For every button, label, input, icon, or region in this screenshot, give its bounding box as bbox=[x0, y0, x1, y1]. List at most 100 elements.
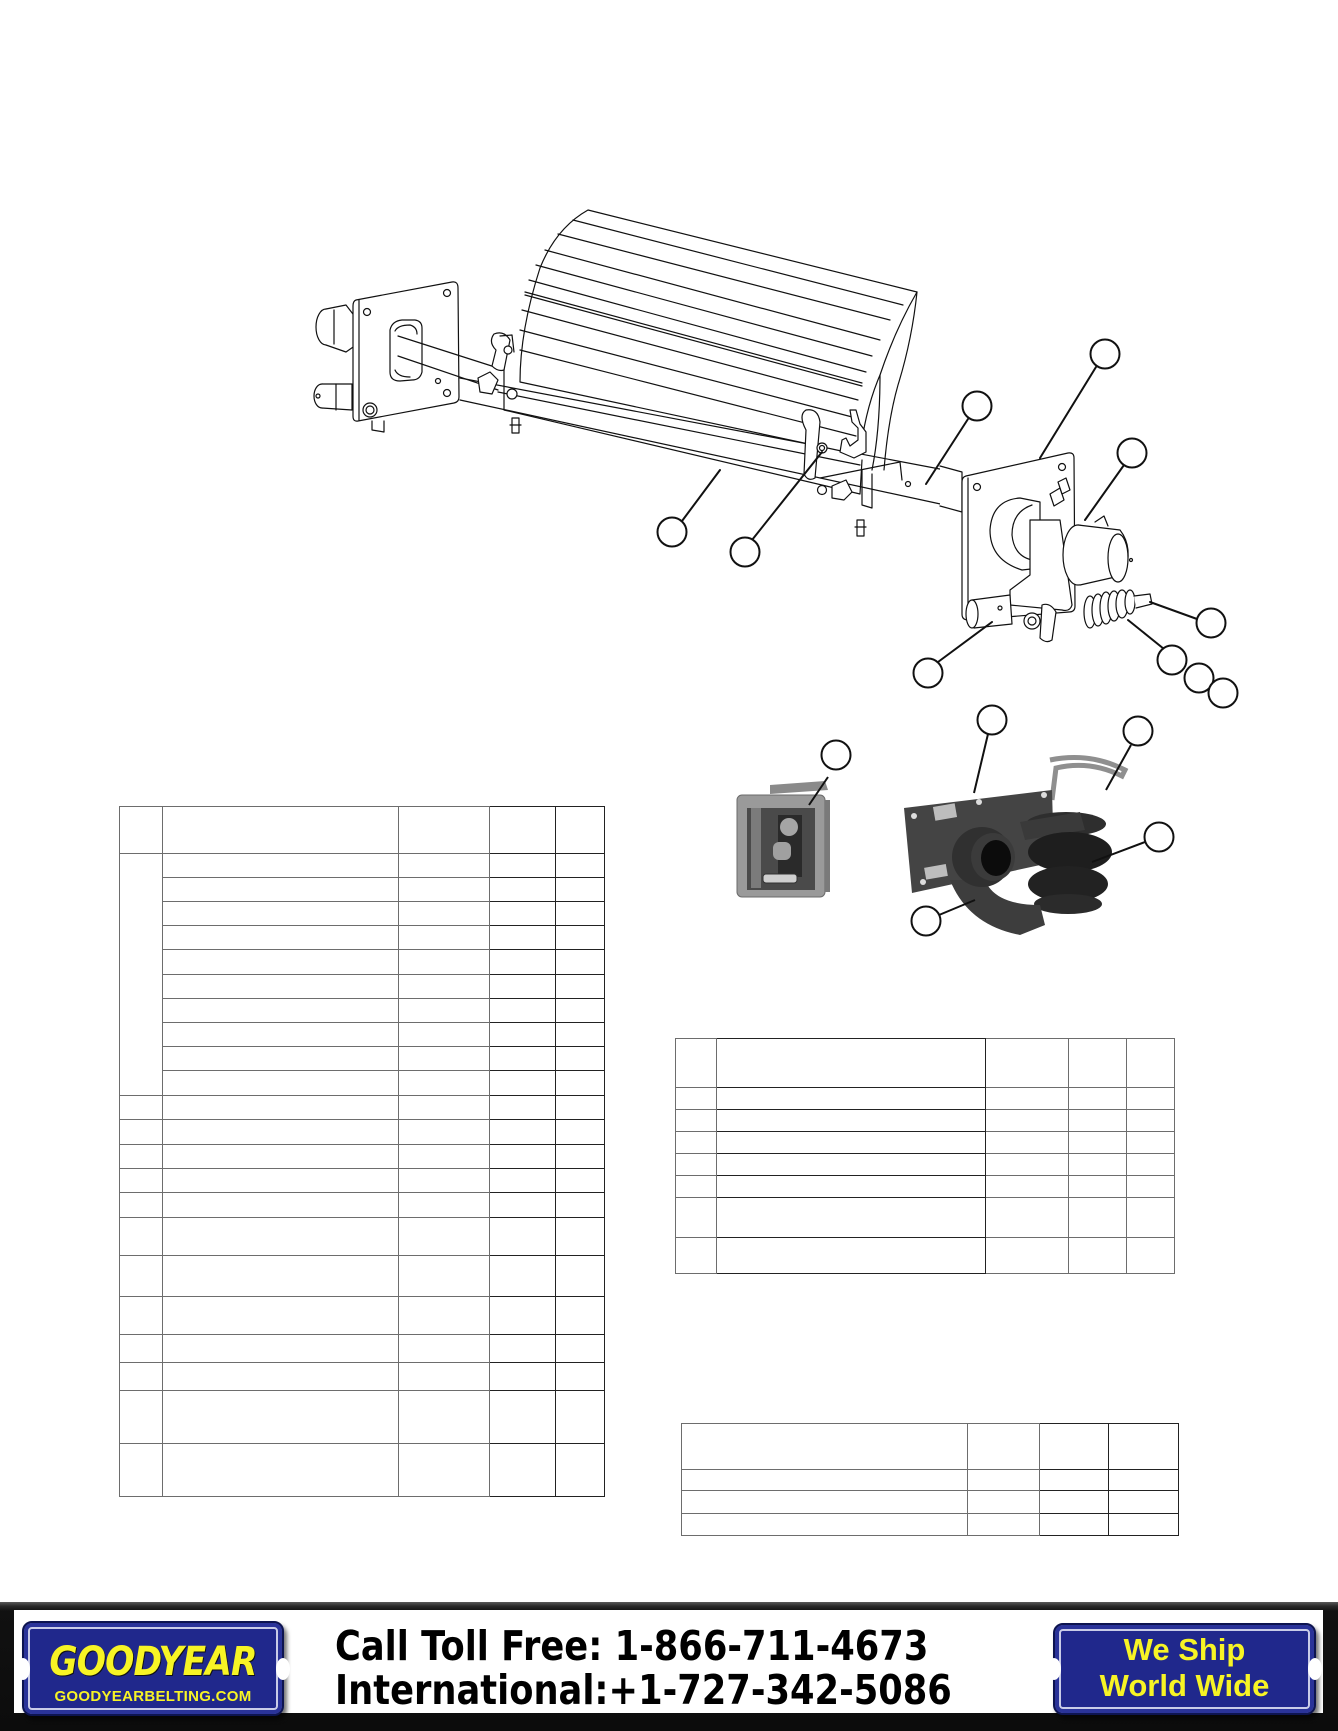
item-cell bbox=[119, 1255, 163, 1297]
cell bbox=[1039, 1490, 1109, 1514]
cell bbox=[1039, 1513, 1109, 1536]
table-row bbox=[119, 1144, 605, 1169]
table-row bbox=[120, 949, 605, 975]
goodyear-website-link[interactable]: GOODYEARBELTING.COM bbox=[54, 1688, 252, 1705]
description-cell bbox=[162, 1022, 399, 1047]
description-cell bbox=[162, 1168, 399, 1193]
accessory-parts-table bbox=[681, 1423, 1179, 1536]
cell bbox=[1039, 1469, 1109, 1491]
item-cell bbox=[119, 1217, 163, 1256]
cell bbox=[489, 1296, 556, 1335]
part-number-cell bbox=[985, 1153, 1069, 1176]
part-number-cell bbox=[398, 1095, 490, 1120]
part-number-cell bbox=[398, 998, 490, 1023]
cell bbox=[489, 998, 556, 1023]
callout-balloon bbox=[729, 536, 761, 568]
item-cell bbox=[119, 1095, 163, 1120]
qty-cell bbox=[1126, 1197, 1175, 1238]
description-cell bbox=[716, 1109, 986, 1132]
callout-balloon bbox=[961, 390, 993, 422]
table-row bbox=[681, 1513, 1179, 1536]
main-parts-table bbox=[119, 806, 605, 1497]
description-cell bbox=[716, 1237, 986, 1274]
cross-shaft bbox=[397, 335, 963, 513]
control-box-photo bbox=[736, 739, 852, 898]
goodyear-logo-badge[interactable]: GOODYEAR GOODYEARBELTING.COM bbox=[16, 1621, 290, 1716]
part-number-cell bbox=[398, 1070, 490, 1096]
header-cell-col3 bbox=[1039, 1423, 1109, 1470]
header-cell-col4 bbox=[1068, 1038, 1127, 1088]
cell bbox=[489, 1022, 556, 1047]
part-number-cell bbox=[398, 1390, 490, 1444]
cell bbox=[489, 974, 556, 999]
header-cell-col4 bbox=[489, 806, 556, 854]
part-number-cell bbox=[398, 1192, 490, 1218]
description-cell bbox=[162, 1119, 399, 1145]
cell bbox=[1068, 1175, 1127, 1198]
qty-cell bbox=[555, 901, 605, 926]
qty-cell bbox=[555, 1255, 605, 1297]
description-cell bbox=[716, 1197, 986, 1238]
cell bbox=[1068, 1131, 1127, 1154]
item-cell bbox=[119, 1144, 163, 1169]
table-row bbox=[119, 1119, 605, 1145]
table-row bbox=[119, 1168, 605, 1193]
callout-balloon bbox=[1195, 607, 1227, 639]
cell bbox=[489, 1255, 556, 1297]
header-cell-item bbox=[675, 1038, 717, 1088]
table-row bbox=[119, 1443, 605, 1497]
description-cell bbox=[681, 1469, 968, 1491]
part-number-cell bbox=[398, 1046, 490, 1071]
table-header-row bbox=[119, 806, 605, 854]
table-row bbox=[675, 1153, 1175, 1176]
table-row bbox=[120, 998, 605, 1023]
callout-balloon bbox=[912, 657, 944, 689]
description-cell bbox=[162, 949, 399, 975]
table-row bbox=[120, 974, 605, 999]
cell bbox=[489, 853, 556, 878]
table-row bbox=[119, 1362, 605, 1391]
toll-free-phone[interactable]: Call Toll Free: 1-866-711-4673 bbox=[335, 1622, 929, 1670]
badge-notch-right bbox=[276, 1657, 290, 1680]
qty-cell bbox=[1108, 1469, 1179, 1491]
description-cell bbox=[162, 1255, 399, 1297]
qty-cell bbox=[1126, 1237, 1175, 1274]
air-tensioner-photo bbox=[904, 704, 1175, 937]
item-cell bbox=[119, 1362, 163, 1391]
callout-balloon bbox=[1207, 677, 1239, 709]
description-cell bbox=[162, 974, 399, 999]
description-cell bbox=[716, 1131, 986, 1154]
cell bbox=[489, 1119, 556, 1145]
qty-cell bbox=[555, 1046, 605, 1071]
table-row bbox=[119, 1390, 605, 1444]
item-cell bbox=[119, 1334, 163, 1363]
callout-balloon bbox=[1122, 715, 1154, 747]
table-row bbox=[675, 1197, 1175, 1238]
description-cell bbox=[716, 1175, 986, 1198]
header-cell-part-number bbox=[398, 806, 490, 854]
qty-cell bbox=[555, 1217, 605, 1256]
callout-balloon bbox=[910, 905, 942, 937]
description-cell bbox=[162, 1095, 399, 1120]
qty-cell bbox=[555, 1095, 605, 1120]
qty-cell bbox=[555, 853, 605, 878]
cell bbox=[489, 949, 556, 975]
left-blade-clamp bbox=[477, 332, 522, 434]
part-number-cell bbox=[398, 1022, 490, 1047]
description-cell bbox=[162, 1192, 399, 1218]
part-number-cell bbox=[985, 1087, 1069, 1110]
description-cell bbox=[716, 1087, 986, 1110]
item-cell bbox=[675, 1153, 717, 1176]
qty-cell bbox=[555, 925, 605, 950]
footer-banner: GOODYEAR GOODYEARBELTING.COM Call Toll F… bbox=[0, 1602, 1338, 1731]
cell bbox=[489, 1334, 556, 1363]
qty-cell bbox=[555, 949, 605, 975]
cell bbox=[489, 1362, 556, 1391]
part-number-cell bbox=[967, 1490, 1040, 1514]
description-cell bbox=[162, 1334, 399, 1363]
part-number-cell bbox=[398, 1217, 490, 1256]
international-phone[interactable]: International:+1-727-342-5086 bbox=[335, 1666, 952, 1714]
tensioner-parts-table bbox=[675, 1038, 1175, 1274]
item-cell bbox=[119, 1168, 163, 1193]
table-row bbox=[120, 1022, 605, 1047]
